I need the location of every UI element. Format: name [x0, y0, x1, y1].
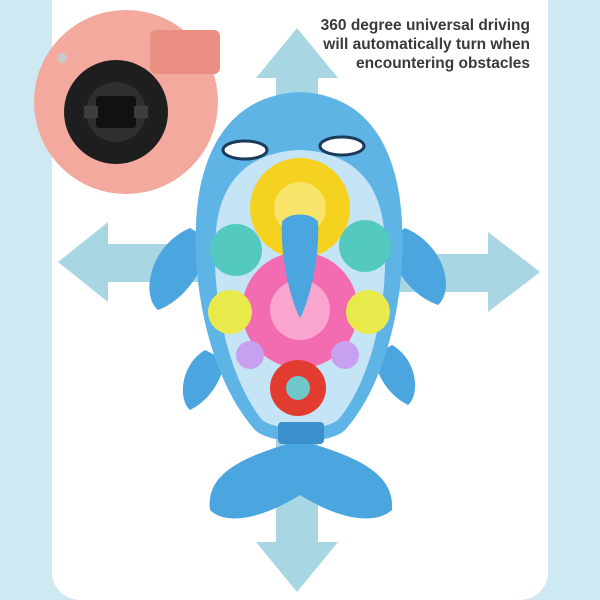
caption-line-2: will automatically turn when — [323, 36, 530, 53]
caption-line-3: encountering obstacles — [356, 55, 530, 72]
wheel-closeup-inset — [34, 10, 220, 194]
feature-caption: 360 degree universal driving will automa… — [250, 16, 530, 73]
caption-line-1: 360 degree universal driving — [320, 17, 530, 34]
dolphin-toy — [149, 92, 446, 519]
